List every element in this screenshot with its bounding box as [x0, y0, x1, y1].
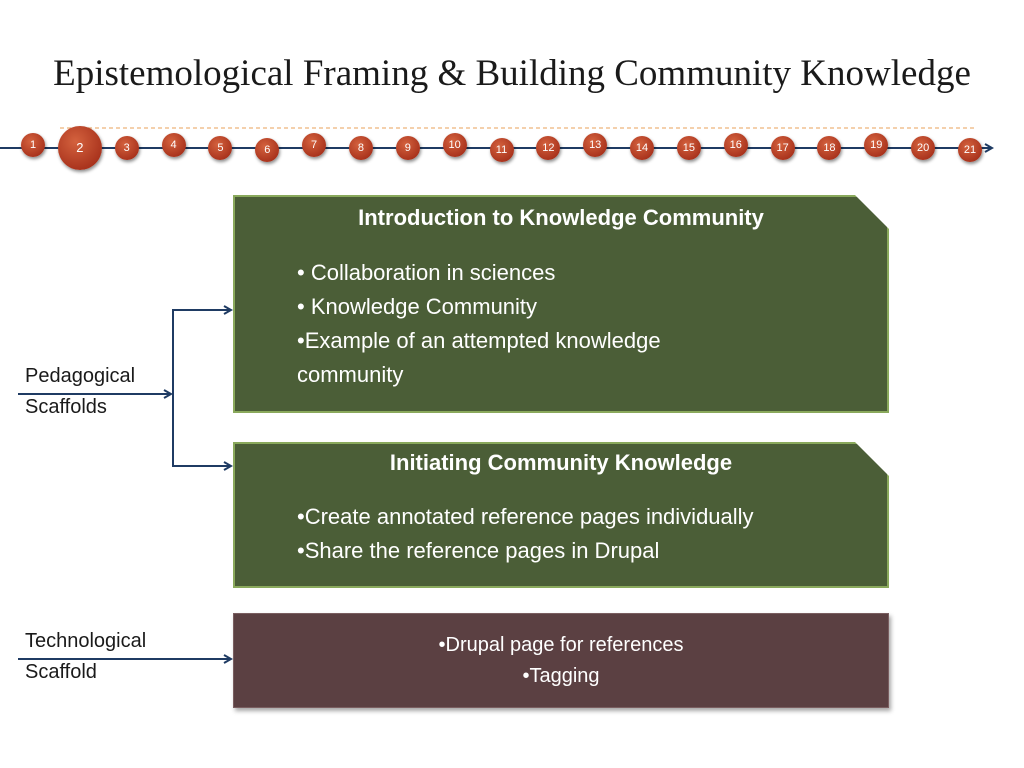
- timeline-step-15: 15: [676, 136, 701, 160]
- intro-bullet: •Example of an attempted knowledge commu…: [297, 328, 661, 387]
- pedagogical-scaffolds-label: Pedagogical Scaffolds: [25, 365, 136, 418]
- initiating-bullet: •Create annotated reference pages indivi…: [297, 504, 754, 529]
- timeline-step-10: 10: [442, 133, 467, 157]
- drupal-bullet-list: •Drupal page for references •Tagging: [234, 630, 888, 692]
- timeline-step-5: 5: [208, 136, 233, 160]
- timeline-step-13: 13: [583, 133, 608, 157]
- timeline-step-9: 9: [395, 136, 420, 160]
- technological-scaffold-label: Technological Scaffold: [25, 630, 147, 683]
- initiating-box: Initiating Community Knowledge •Create a…: [233, 442, 889, 588]
- timeline-step-2: 2: [57, 126, 102, 170]
- intro-box: Introduction to Knowledge Community • Co…: [233, 195, 889, 413]
- timeline-step-18: 18: [817, 136, 842, 160]
- timeline-step-17: 17: [770, 136, 795, 160]
- intro-bullet: • Collaboration in sciences: [297, 260, 556, 285]
- timeline-step-4: 4: [161, 133, 186, 157]
- initiating-bullet: •Share the reference pages in Drupal: [297, 538, 660, 563]
- intro-bullet: • Knowledge Community: [297, 294, 538, 319]
- timeline-step-7: 7: [302, 133, 327, 157]
- drupal-bullet: •Tagging: [522, 665, 600, 687]
- timeline-step-11: 11: [489, 138, 514, 162]
- timeline-step-1: 1: [21, 133, 45, 157]
- timeline-step-16: 16: [723, 133, 748, 157]
- timeline-step-3: 3: [114, 136, 139, 160]
- initiating-heading: Initiating Community Knowledge: [389, 450, 733, 475]
- initiating-bullet-list: •Create annotated reference pages indivi…: [297, 500, 877, 568]
- page-title: Epistemological Framing & Building Commu…: [53, 53, 971, 94]
- timeline-step-8: 8: [348, 136, 373, 160]
- drupal-bullet: •Drupal page for references: [438, 634, 684, 656]
- intro-bullet-list: • Collaboration in sciences • Knowledge …: [297, 256, 767, 392]
- timeline-step-12: 12: [536, 136, 561, 160]
- timeline-step-14: 14: [630, 136, 655, 160]
- timeline-step-20: 20: [911, 136, 936, 160]
- drupal-box: •Drupal page for references •Tagging: [233, 613, 889, 708]
- intro-heading: Introduction to Knowledge Community: [358, 205, 764, 230]
- timeline-step-19: 19: [864, 133, 889, 157]
- timeline-step-21: 21: [958, 138, 982, 162]
- timeline-step-6: 6: [255, 138, 280, 162]
